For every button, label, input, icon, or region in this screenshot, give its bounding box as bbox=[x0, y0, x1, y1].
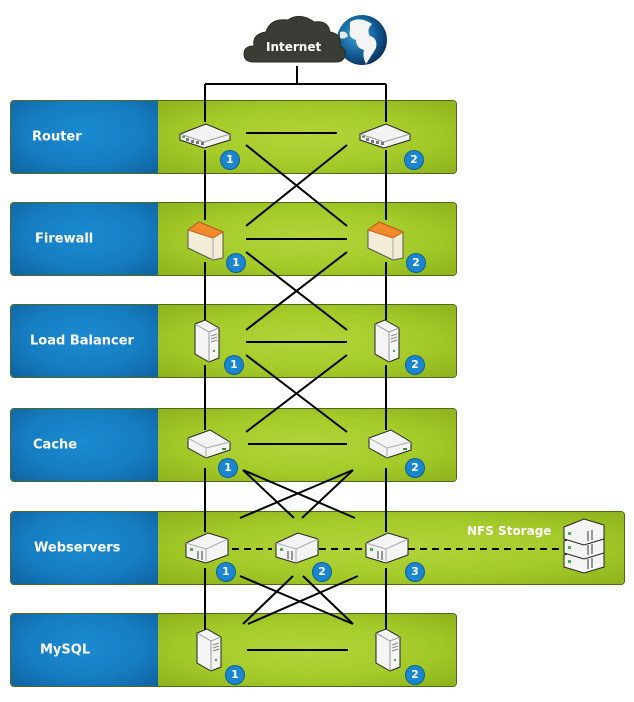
node-badge: 1 bbox=[225, 356, 243, 374]
cloud-icon bbox=[243, 16, 346, 63]
node-badge: 1 bbox=[221, 151, 239, 169]
node-badge: 2 bbox=[407, 254, 425, 272]
tier-label-cell: Router bbox=[11, 101, 158, 173]
server-tower-icon bbox=[194, 319, 220, 363]
internet-uplink bbox=[204, 66, 387, 122]
internet-cloud bbox=[243, 15, 387, 65]
wire-cross bbox=[245, 144, 348, 227]
wire-cross bbox=[239, 575, 354, 625]
node-badge: 2 bbox=[406, 666, 424, 684]
wire-cross bbox=[242, 575, 294, 625]
firewall-icon bbox=[366, 221, 405, 261]
router-icon bbox=[359, 123, 411, 149]
globe-icon bbox=[337, 15, 387, 65]
tier-label-cell: Webservers bbox=[11, 512, 158, 584]
wire-cross bbox=[245, 354, 348, 433]
tier-label: Cache bbox=[33, 437, 78, 453]
node-badge: 1 bbox=[217, 563, 235, 581]
cache-box-icon bbox=[187, 429, 231, 459]
tier-label: MySQL bbox=[40, 642, 91, 658]
node-badge: 2 bbox=[406, 356, 424, 374]
tier-label: Webservers bbox=[34, 540, 121, 556]
wire-cross bbox=[301, 469, 354, 519]
tier-label-cell: Firewall bbox=[11, 203, 158, 275]
server-tower-icon bbox=[374, 319, 400, 363]
tier-label: Router bbox=[32, 129, 82, 145]
internet-label: Internet bbox=[266, 40, 322, 54]
node-badge: 2 bbox=[406, 459, 424, 477]
node-badge: 1 bbox=[219, 459, 237, 477]
wire-cross bbox=[247, 575, 359, 625]
server-tower-icon bbox=[196, 628, 222, 672]
router-icon bbox=[179, 123, 231, 149]
server-icon bbox=[275, 532, 319, 564]
tier-label-cell: Load Balancer bbox=[11, 305, 158, 377]
storage-stack-icon bbox=[563, 518, 605, 574]
tier-label-cell: MySQL bbox=[11, 614, 158, 686]
wire-cross bbox=[242, 469, 295, 519]
wire-cross bbox=[245, 251, 348, 331]
node-badge: 3 bbox=[406, 563, 424, 581]
node-badge: 1 bbox=[227, 254, 245, 272]
server-icon bbox=[365, 532, 409, 564]
node-badge: 2 bbox=[313, 563, 331, 581]
node-badge: 1 bbox=[226, 666, 244, 684]
nfs-storage-label: NFS Storage bbox=[467, 524, 552, 538]
node-badge: 2 bbox=[405, 151, 423, 169]
server-tower-icon bbox=[375, 628, 401, 672]
cache-box-icon bbox=[368, 429, 412, 459]
server-icon bbox=[185, 532, 229, 564]
wire-cross bbox=[302, 575, 354, 625]
firewall-icon bbox=[186, 221, 225, 261]
tier-label: Load Balancer bbox=[30, 333, 134, 349]
tier-label: Firewall bbox=[35, 231, 94, 247]
tier-label-cell: Cache bbox=[11, 409, 158, 481]
wire-cross bbox=[239, 469, 354, 519]
